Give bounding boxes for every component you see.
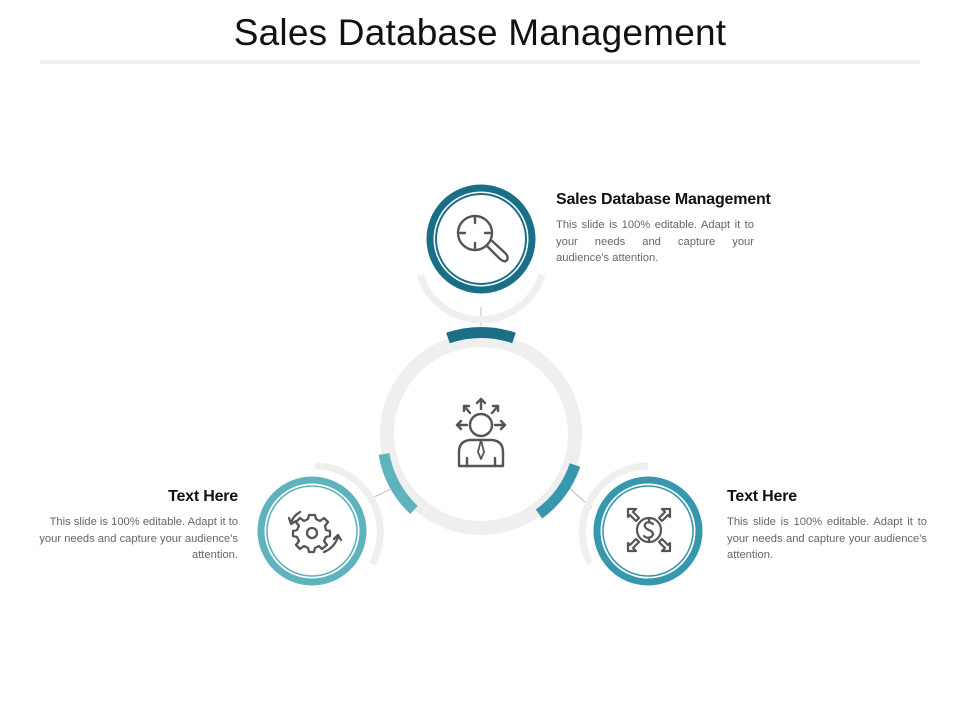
center-ring [378,327,582,535]
gear-cycle-icon [287,510,343,554]
dollar-expand-icon [626,507,672,553]
body-right: This slide is 100% editable. Adapt it to… [727,516,927,561]
heading-left: Text Here [168,488,238,505]
node-left [257,462,384,586]
person-arrows-icon [455,397,507,468]
magnifier-target-icon [456,214,509,263]
node-right [578,462,703,586]
text-block-right: Text Here This slide is 100% editable. A… [727,488,927,564]
node-top [416,184,546,324]
body-left: This slide is 100% editable. Adapt it to… [39,516,238,561]
heading-top: Sales Database Management [556,191,771,208]
text-block-top: Sales Database Management This slide is … [556,191,826,267]
text-block-left: Text Here This slide is 100% editable. A… [38,488,238,564]
heading-right: Text Here [727,488,797,505]
title-divider [40,60,920,64]
body-top: This slide is 100% editable. Adapt it to… [556,219,754,264]
slide-title: Sales Database Management [233,12,727,53]
